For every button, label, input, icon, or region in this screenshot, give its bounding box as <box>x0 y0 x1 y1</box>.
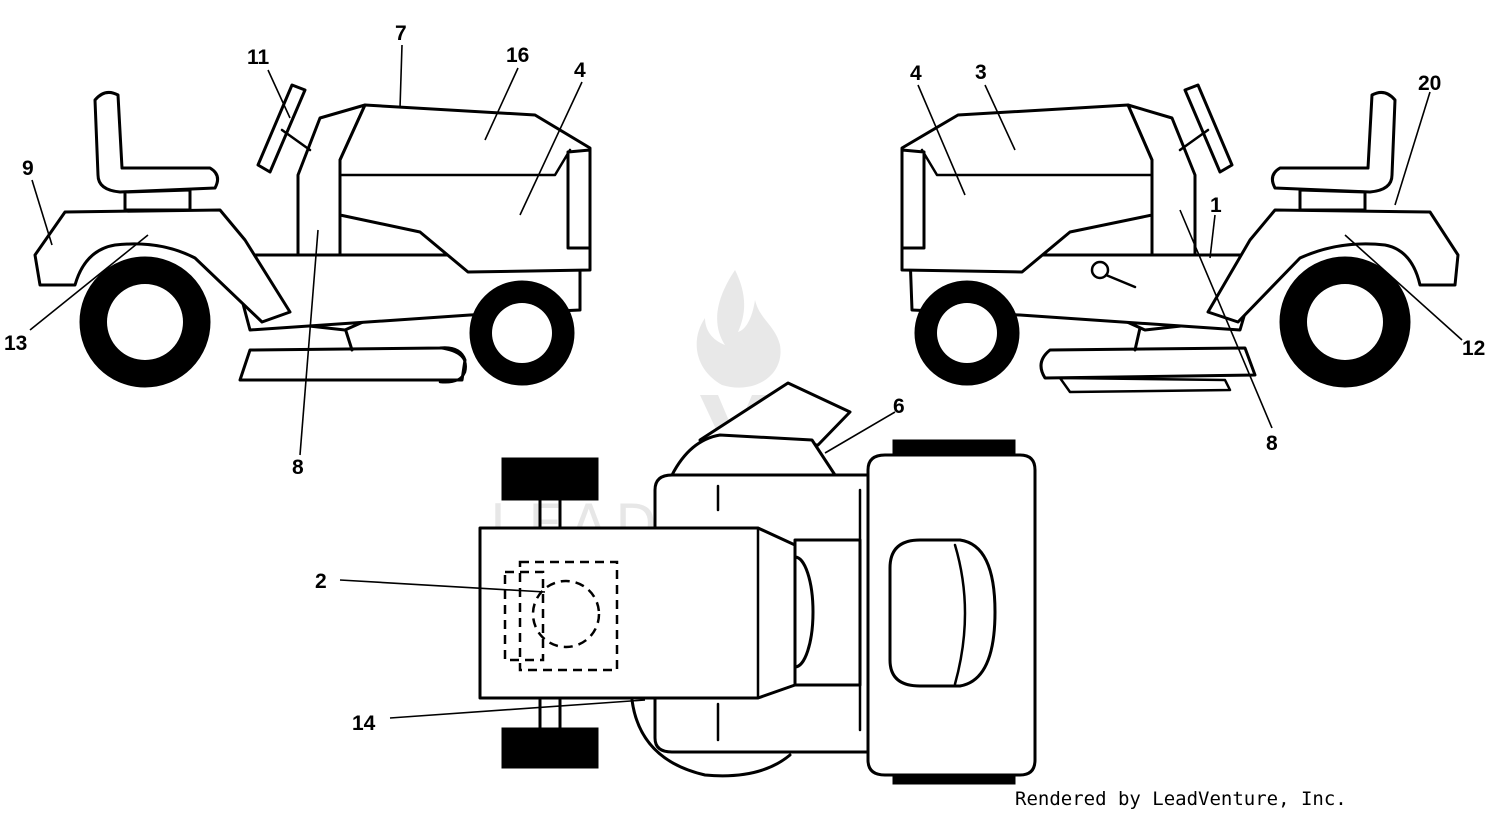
tractor-right-side-view <box>900 83 1460 394</box>
tractor-top-view <box>478 381 1037 785</box>
callout-2: 2 <box>315 570 327 593</box>
hood-left <box>338 103 592 274</box>
steering-wheel-left <box>256 83 307 174</box>
steering-wheel-right <box>1183 83 1234 174</box>
rear-fender-right <box>1206 208 1460 324</box>
tractor-left-side-view <box>33 83 592 388</box>
callout-3: 3 <box>975 61 987 84</box>
rear-tire-bottom <box>501 727 599 769</box>
key-icon <box>1090 260 1110 280</box>
mower-deck-left <box>238 346 467 382</box>
rear-tire-top <box>501 457 599 501</box>
callout-20: 20 <box>1418 72 1441 95</box>
callout-6: 6 <box>893 395 905 418</box>
hood-right <box>900 103 1154 274</box>
callout-1: 1 <box>1210 194 1222 217</box>
leader-lines <box>29 44 1463 719</box>
seat-decal-outline <box>503 570 545 662</box>
seat-right <box>1270 90 1397 194</box>
callout-16: 16 <box>506 44 529 67</box>
callout-4-right: 4 <box>910 62 922 85</box>
callout-12: 12 <box>1462 337 1485 360</box>
callout-4-left: 4 <box>574 59 586 82</box>
callout-9: 9 <box>22 157 34 180</box>
rear-fender-left <box>33 208 292 324</box>
rendered-by-credit: Rendered by LeadVenture, Inc. <box>1015 788 1347 810</box>
callout-8-left: 8 <box>292 456 304 479</box>
callout-14: 14 <box>352 712 376 735</box>
callout-11: 11 <box>247 46 270 69</box>
callout-7: 7 <box>395 22 407 45</box>
seat-left <box>93 90 220 194</box>
callout-8-right: 8 <box>1266 432 1278 455</box>
callout-13: 13 <box>4 332 27 355</box>
mower-deck-right <box>1039 346 1257 380</box>
seat-top-view <box>478 526 797 700</box>
